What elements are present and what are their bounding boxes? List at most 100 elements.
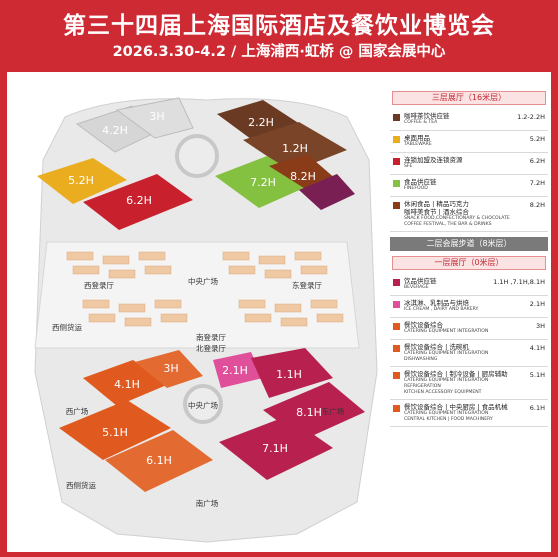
central-plaza-top-label: 中央广场 bbox=[188, 276, 218, 286]
hall-3-1-label: 3H bbox=[163, 362, 178, 375]
hall-7-2[interactable] bbox=[215, 156, 313, 208]
legend-zh: 桌面用品 bbox=[404, 134, 430, 142]
lower-rotunda bbox=[183, 384, 223, 424]
swatch-icecream bbox=[393, 301, 400, 308]
hall-1-1[interactable] bbox=[251, 348, 333, 398]
swatch-equipment bbox=[393, 372, 400, 379]
legend-item-equipment-3h: 餐饮设备综合 CATERING EQUIPMENT INTEGRATION 3H bbox=[390, 318, 548, 340]
legend-hall: 5.1H bbox=[529, 371, 545, 379]
legend-en: TABLEWARE bbox=[404, 142, 432, 147]
hall-4-2-label: 4.2H bbox=[102, 124, 128, 137]
hall-5-2[interactable] bbox=[37, 158, 127, 204]
legend-en-2: CENTRAL KITCHEN | FOOD MACHINERY bbox=[404, 417, 493, 422]
legend-zh: 食品供应链 bbox=[404, 178, 437, 186]
hall-3-top[interactable] bbox=[115, 97, 194, 139]
legend-hall: 1.2-2.2H bbox=[517, 113, 545, 121]
event-dates-venue: 2026.3.30-4.2 / 上海浦西·虹桥 @ 国家会展中心 bbox=[112, 44, 446, 60]
legend-hall: 1.1H ,7.1H,8.1H bbox=[493, 278, 545, 286]
legend-hall: 3H bbox=[535, 322, 545, 330]
legend-zh: 餐饮设备综合 | 洗碗机 bbox=[404, 343, 469, 351]
swatch-tableware bbox=[393, 136, 400, 143]
legend-en: ICE CREAM , DAIRY AND BAKERY bbox=[404, 307, 479, 312]
hall-1-2[interactable] bbox=[243, 122, 347, 172]
legend-item-finefood: 食品供应链 FINEFOOD 7.2H bbox=[390, 175, 548, 197]
walkway-level: 西登录厅 东登录厅 中央广场 西侧货运 南登录厅 北登录厅 bbox=[34, 241, 360, 353]
walkway-blocks bbox=[66, 251, 344, 327]
legend-zh: 咖啡茶饮供应链 bbox=[404, 112, 450, 120]
legend-en: CATERING EQUIPMENT INTEGRATION bbox=[404, 411, 489, 416]
hall-8-1-label: 8.1H bbox=[296, 406, 322, 419]
swatch-equipment bbox=[393, 323, 400, 330]
legend-en: FINEFOOD bbox=[404, 186, 428, 191]
legend-en-3: KITCHEN ACCESSORY EQUIPMENT bbox=[404, 390, 482, 395]
legend-en-2: COFFEE FESTIVAL, THE BAR & DRINKS bbox=[404, 222, 492, 227]
legend-hall: 4.1H bbox=[529, 344, 545, 352]
hall-3-1[interactable] bbox=[135, 350, 203, 388]
legend-item-sfe: 连锁加盟及连锁资源 SFE 6.2H bbox=[390, 153, 548, 175]
legend-en-2: REFRIGERATION bbox=[404, 384, 441, 389]
north-lobby-label: 北登录厅 bbox=[196, 343, 226, 353]
central-plaza-bottom-label: 中央广场 bbox=[188, 400, 218, 410]
legend-zh: 餐饮设备综合 bbox=[404, 321, 443, 329]
legend-item-beverage: 饮品供应链 BEVERAGE 1.1H ,7.1H,8.1H bbox=[390, 274, 548, 296]
hall-2-2-label: 2.2H bbox=[248, 116, 274, 129]
hall-5-2-label: 5.2H bbox=[68, 174, 94, 187]
legend-en: SNACK FOOD,CONFECTIONARY & CHOCOLATE bbox=[404, 216, 510, 221]
swatch-beverage bbox=[393, 279, 400, 286]
legend-en-2: DISHWASHING bbox=[404, 357, 438, 362]
legend-zh: 冰淇淋、乳制品与烘焙 bbox=[404, 299, 469, 307]
hall-8-1[interactable] bbox=[263, 382, 365, 440]
hall-5-1-label: 5.1H bbox=[102, 426, 128, 439]
west-exit-bottom-label: 西侧货运 bbox=[66, 480, 96, 490]
legend-item-equipment-6-1h: 餐饮设备综合 | 中央厨房 | 食品机械 CATERING EQUIPMENT … bbox=[390, 400, 548, 427]
east-lobby-label: 东登录厅 bbox=[292, 280, 322, 290]
legend-panel: 三层展厅（16米层） 咖啡茶饮供应链 COFFEE & TEA 1.2-2.2H… bbox=[390, 89, 548, 551]
legend-en: BEVERAGE bbox=[404, 285, 429, 290]
hall-8-2-label: 8.2H bbox=[290, 170, 316, 183]
legend-en: CATERING EQUIPMENT INTEGRATION bbox=[404, 329, 489, 334]
west-plaza-label: 西广场 bbox=[66, 406, 89, 416]
legend-en: CATERING EQUIPMENT INTEGRATION bbox=[404, 378, 489, 383]
page-title: 第三十四届上海国际酒店及餐饮业博览会 bbox=[63, 13, 495, 39]
legend-floor3-header: 三层展厅（16米层） bbox=[392, 91, 546, 105]
hall-7-1-label: 7.1H bbox=[262, 442, 288, 455]
hall-5-1[interactable] bbox=[59, 400, 171, 460]
south-plaza-label: 南广场 bbox=[196, 498, 219, 508]
west-exit-top-label: 西侧货运 bbox=[52, 322, 82, 332]
hall-1-1-label: 1.1H bbox=[276, 368, 302, 381]
legend-item-coffee: 咖啡茶饮供应链 COFFEE & TEA 1.2-2.2H bbox=[390, 109, 548, 131]
south-lobby-label: 南登录厅 bbox=[196, 332, 226, 342]
west-lobby-label: 西登录厅 bbox=[84, 280, 114, 290]
legend-hall: 5.2H bbox=[529, 135, 545, 143]
swatch-coffee bbox=[393, 114, 400, 121]
hall-2-1[interactable] bbox=[213, 352, 263, 388]
legend-item-snack: 休闲食品 | 精品巧克力 咖啡美食节 | 酒水综合 SNACK FOOD,CON… bbox=[390, 197, 548, 232]
hall-2-1-label: 2.1H bbox=[222, 364, 248, 377]
swatch-finefood bbox=[393, 180, 400, 187]
legend-zh-2: 咖啡美食节 | 酒水综合 bbox=[404, 208, 469, 216]
hall-6-1-label: 6.1H bbox=[146, 454, 172, 467]
legend-zh: 饮品供应链 bbox=[404, 277, 437, 285]
walkway-slab bbox=[34, 241, 360, 349]
legend-hall: 7.2H bbox=[529, 179, 545, 187]
legend-hall: 2.1H bbox=[529, 300, 545, 308]
legend-hall: 6.1H bbox=[529, 404, 545, 412]
hall-6-2-label: 6.2H bbox=[126, 194, 152, 207]
hall-6-2[interactable] bbox=[83, 174, 193, 230]
hall-8-2-snack[interactable] bbox=[299, 174, 355, 210]
legend-item-tableware: 桌面用品 TABLEWARE 5.2H bbox=[390, 131, 548, 153]
hall-8-2[interactable] bbox=[269, 154, 337, 190]
legend-item-equipment-4-1h: 餐饮设备综合 | 洗碗机 CATERING EQUIPMENT INTEGRAT… bbox=[390, 340, 548, 367]
legend-zh: 餐饮设备综合 | 中央厨房 | 食品机械 bbox=[404, 403, 508, 411]
hall-1-2-label: 1.2H bbox=[282, 142, 308, 155]
legend-item-equipment-5-1h: 餐饮设备综合 | 制冷设备 | 厨房辅助 CATERING EQUIPMENT … bbox=[390, 367, 548, 400]
legend-hall: 8.2H bbox=[529, 201, 545, 209]
legend-en: COFFEE & TEA bbox=[404, 120, 438, 125]
hall-6-1[interactable] bbox=[105, 430, 213, 492]
legend-hall: 6.2H bbox=[529, 157, 545, 165]
hall-7-2-label: 7.2H bbox=[250, 176, 276, 189]
hall-4-1-label: 4.1H bbox=[114, 378, 140, 391]
floor-map-panel: 4.2H 3H 2.2H 1.2H 5.2H 6.2H 7.2H 8.2H bbox=[7, 72, 551, 552]
legend-zh: 休闲食品 | 精品巧克力 bbox=[404, 200, 469, 208]
